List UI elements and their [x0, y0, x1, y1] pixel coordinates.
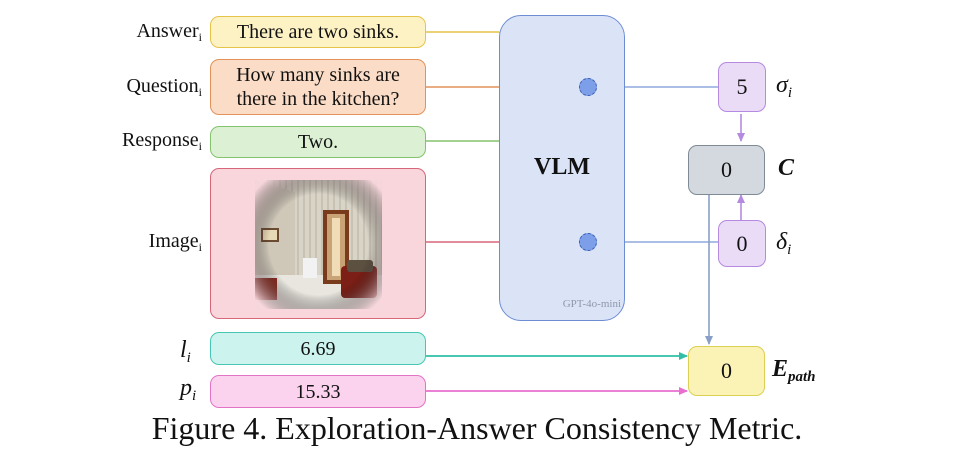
vlm-block	[499, 15, 625, 321]
answer-label: Answeri	[136, 20, 202, 44]
delta-score-box: 0	[718, 220, 766, 267]
l-value-box: 6.69	[210, 332, 426, 365]
question-label: Questioni	[126, 75, 202, 99]
vlm-model-label: GPT-4o-mini	[562, 298, 621, 310]
vlm-title: VLM	[534, 154, 590, 180]
e-path-score-box: 0	[688, 346, 765, 396]
p-symbol: pi	[180, 375, 197, 404]
sigma-symbol: σi	[776, 72, 793, 101]
answer-box: There are two sinks.	[210, 16, 426, 48]
p-value-box: 15.33	[210, 375, 426, 408]
image-label: Imagei	[148, 230, 202, 254]
vlm-node-icon	[579, 233, 597, 251]
kitchen-photo	[255, 180, 382, 309]
delta-symbol: δi	[776, 229, 792, 258]
c-symbol: C	[778, 155, 795, 181]
l-symbol: li	[180, 337, 191, 366]
c-score-box: 0	[688, 145, 765, 195]
figure-caption: Figure 4. Exploration-Answer Consistency…	[151, 410, 803, 446]
response-label: Responsei	[121, 129, 202, 153]
sigma-score-box: 5	[718, 62, 766, 112]
response-box: Two.	[210, 126, 426, 158]
e-path-symbol: Epath	[772, 356, 816, 385]
vlm-node-icon	[579, 78, 597, 96]
